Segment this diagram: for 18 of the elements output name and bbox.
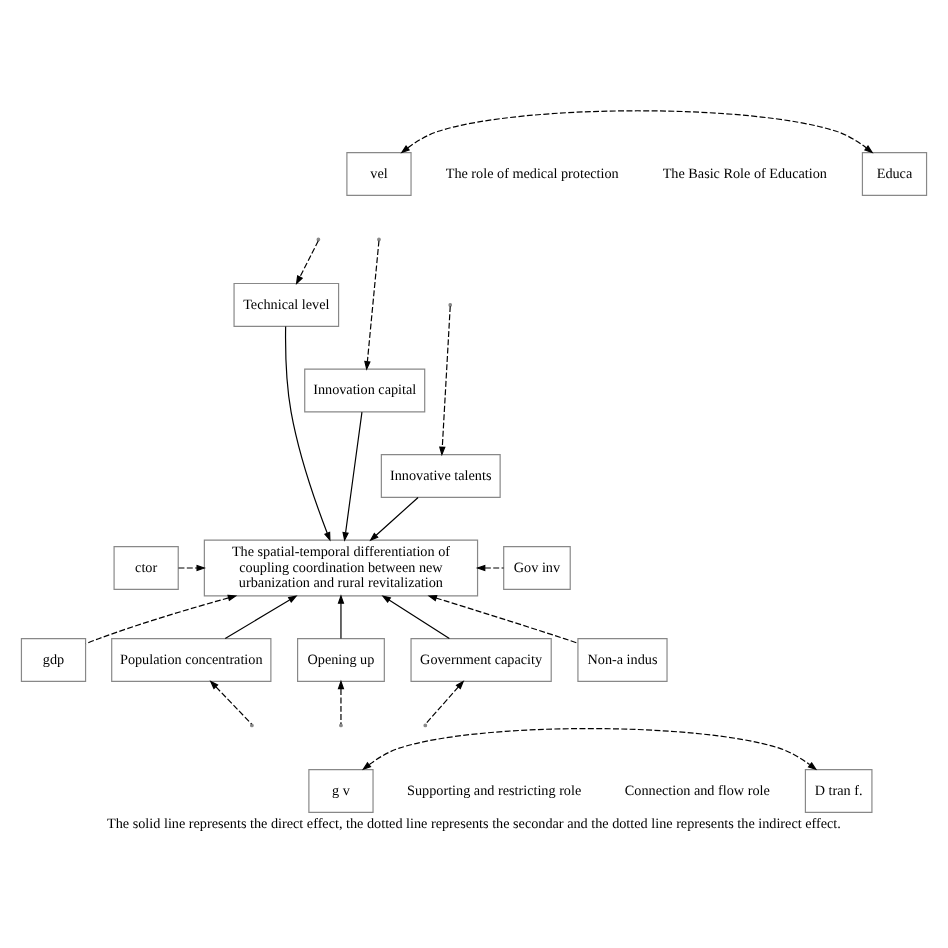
arrow	[424, 680, 465, 725]
arrow	[177, 564, 206, 572]
arrow	[361, 727, 818, 771]
arrow	[85, 594, 238, 645]
arrow	[224, 595, 298, 640]
arrow	[337, 679, 345, 725]
arrow	[439, 305, 451, 457]
arrow	[364, 240, 380, 371]
arrow	[475, 564, 505, 572]
arrow	[369, 496, 419, 542]
arrow	[400, 110, 874, 154]
arrow	[337, 594, 345, 640]
arrow	[342, 411, 363, 542]
arrow	[295, 240, 319, 286]
arrow	[381, 595, 450, 640]
arrow	[427, 595, 579, 644]
arrow	[209, 680, 253, 725]
arrow	[284, 325, 331, 542]
